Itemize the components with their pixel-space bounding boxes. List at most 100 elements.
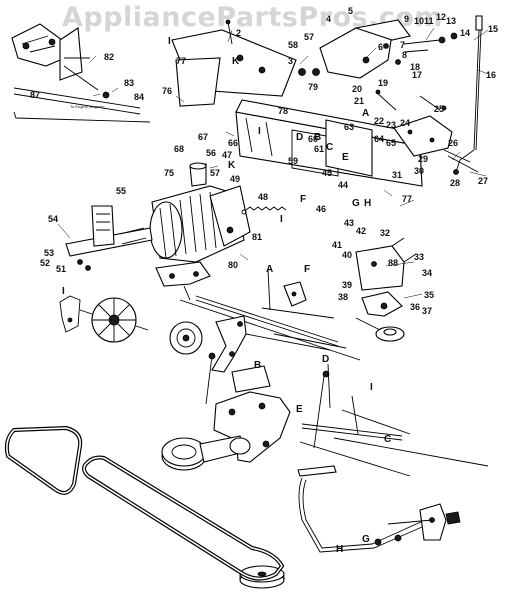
callout-68: 68 <box>174 144 184 154</box>
callout-18: 18 <box>410 62 420 72</box>
callout-67: 67 <box>198 132 208 142</box>
callout-49: 49 <box>230 174 240 184</box>
callout-14: 14 <box>460 28 470 38</box>
callout-64: 64 <box>374 134 384 144</box>
fender-hood-right <box>319 19 458 79</box>
callout-17: 17 <box>412 70 422 80</box>
leader-lines <box>57 27 489 299</box>
callout-6: 6 <box>378 42 383 52</box>
letter-D: D <box>296 132 303 143</box>
callout-63: 63 <box>344 122 354 132</box>
drive-pulley <box>161 435 251 471</box>
callout-37: 37 <box>422 306 432 316</box>
callout-60: 60 <box>308 134 318 144</box>
callout-24: 24 <box>400 118 410 128</box>
callout-21: 21 <box>354 96 364 106</box>
hood-bracket-left <box>11 23 110 99</box>
callout-87: 87 <box>30 90 40 100</box>
letter-B-2: B <box>254 360 261 371</box>
callout-33: 33 <box>414 252 424 262</box>
callout-47: 47 <box>222 150 232 160</box>
letter-E: E <box>342 152 349 163</box>
letter-F: F <box>300 194 306 205</box>
callout-2: 2 <box>236 28 241 38</box>
transmission-bracket <box>213 365 291 463</box>
letter-K: K <box>232 56 240 67</box>
callout-66: 66 <box>228 138 238 148</box>
clutch-brake-rods <box>299 395 489 477</box>
mounting-bracket-80 <box>155 261 211 301</box>
callout-32: 32 <box>380 228 390 238</box>
starter-generator <box>149 162 251 263</box>
callout-84: 84 <box>134 92 144 102</box>
callout-20: 20 <box>352 84 362 94</box>
callout-77: 77 <box>176 56 186 66</box>
callout-16: 16 <box>486 70 496 80</box>
callout-3: 3 <box>288 56 293 66</box>
clutch-box <box>355 237 417 342</box>
callout-23: 23 <box>386 120 396 130</box>
callout-51: 51 <box>56 264 66 274</box>
letter-G: G <box>352 198 360 209</box>
callout-34: 34 <box>422 268 432 278</box>
shift-lever <box>455 15 483 173</box>
callout-40: 40 <box>342 250 352 260</box>
callout-36: 36 <box>410 302 420 312</box>
callout-7: 7 <box>400 40 405 50</box>
callout-45: 45 <box>322 168 332 178</box>
letter-J-2: I <box>258 126 261 137</box>
belt-left <box>4 425 83 495</box>
callout-58: 58 <box>288 40 298 50</box>
letter-E-2: E <box>296 404 303 415</box>
callout-27: 27 <box>478 176 488 186</box>
letter-K-2: K <box>228 160 236 171</box>
linkage-rods <box>179 269 381 409</box>
callout-29: 29 <box>418 154 428 164</box>
to-magneto-label: To Engine Magneto <box>70 104 105 109</box>
callout-65: 65 <box>386 138 396 148</box>
letter-J: I <box>168 36 171 47</box>
brake-pedal-assembly <box>297 465 461 553</box>
callout-31: 31 <box>392 170 402 180</box>
callout-28: 28 <box>450 178 460 188</box>
letter-A-2: A <box>266 264 273 275</box>
callout-46: 46 <box>316 204 326 214</box>
bracket-F <box>283 281 307 307</box>
letter-G-2: G <box>362 534 370 545</box>
callout-81: 81 <box>252 232 262 242</box>
callout-52: 52 <box>40 258 50 268</box>
callout-83: 83 <box>124 78 134 88</box>
callout-75: 75 <box>164 168 174 178</box>
callout-80: 80 <box>228 260 238 270</box>
generator-shaft-and-pulley <box>65 205 153 271</box>
callout-53: 53 <box>44 248 54 258</box>
callout-11: 11 <box>424 16 434 26</box>
control-rod-E <box>205 352 216 405</box>
callout-78: 78 <box>278 106 288 116</box>
callout-10: 10 <box>414 16 424 26</box>
callout-22: 22 <box>374 116 384 126</box>
seat-pan-plate <box>171 19 320 107</box>
callout-30: 30 <box>414 166 424 176</box>
letter-H: H <box>364 198 371 209</box>
letter-A: A <box>362 108 369 119</box>
callout-41: 41 <box>332 240 342 250</box>
callout-48: 48 <box>258 192 268 202</box>
callout-4: 4 <box>326 14 331 24</box>
letter-F-2: F <box>304 264 310 275</box>
callout-15: 15 <box>488 24 498 34</box>
letter-C-2: C <box>384 434 391 445</box>
callout-77-b: 77 <box>402 194 412 204</box>
rear-frame-plate <box>235 99 425 187</box>
belt-right <box>82 455 285 581</box>
letter-B: B <box>314 132 321 143</box>
callout-79: 79 <box>308 82 318 92</box>
callout-55: 55 <box>116 186 126 196</box>
callout-56: 56 <box>206 148 216 158</box>
callout-35: 35 <box>424 290 434 300</box>
letter-I-2: I <box>370 382 373 393</box>
callout-43: 43 <box>344 218 354 228</box>
cross-rod-left <box>13 87 151 123</box>
callout-61: 61 <box>314 144 324 154</box>
connection-letters: I K A D B C I K E F G H I A F I B D I E … <box>62 36 391 555</box>
